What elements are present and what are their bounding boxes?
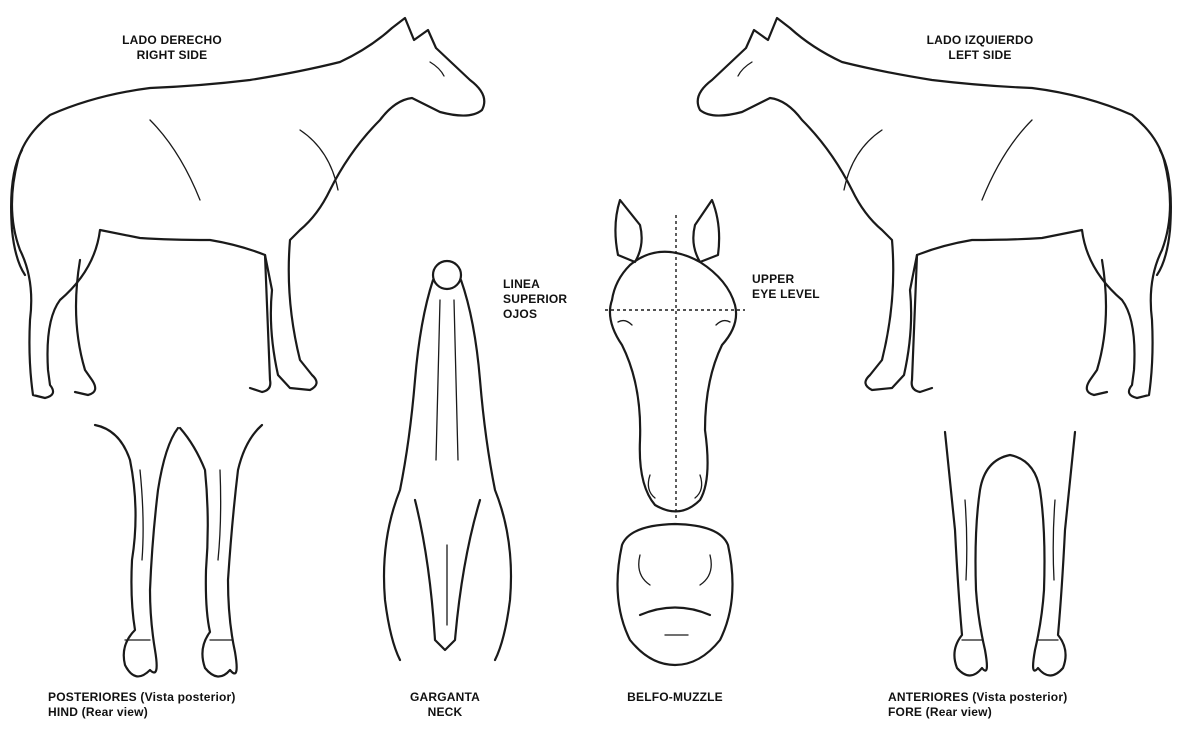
eye-level-es-line-1: LINEA [503,277,567,292]
eye-level-en-line-2: EYE LEVEL [752,287,820,302]
eye-level-label-en: UPPER EYE LEVEL [752,272,820,302]
neck-label-es: GARGANTA [380,690,510,705]
right-side-label-es: LADO DERECHO [92,33,252,48]
horse-right-side-drawing [11,18,484,398]
eye-level-es-line-3: OJOS [503,307,567,322]
fore-label-en: FORE (Rear view) [888,705,1067,720]
eye-level-en-line-1: UPPER [752,272,820,287]
horse-head-front-view-drawing [605,200,745,520]
hind-legs-rear-view-drawing [95,425,262,677]
fore-label: ANTERIORES (Vista posterior) FORE (Rear … [888,690,1067,720]
muzzle-label-text: BELFO-MUZZLE [600,690,750,705]
muzzle-drawing [618,524,733,665]
neck-front-view-drawing [384,261,511,660]
hind-label-en: HIND (Rear view) [48,705,236,720]
fore-label-es: ANTERIORES (Vista posterior) [888,690,1067,705]
eye-level-label-es: LINEA SUPERIOR OJOS [503,277,567,322]
right-side-label: LADO DERECHO RIGHT SIDE [92,33,252,63]
left-side-label-es: LADO IZQUIERDO [895,33,1065,48]
hind-label-es: POSTERIORES (Vista posterior) [48,690,236,705]
left-side-label-en: LEFT SIDE [895,48,1065,63]
left-side-label: LADO IZQUIERDO LEFT SIDE [895,33,1065,63]
muzzle-label: BELFO-MUZZLE [600,690,750,705]
hind-label: POSTERIORES (Vista posterior) HIND (Rear… [48,690,236,720]
right-side-label-en: RIGHT SIDE [92,48,252,63]
horse-left-side-drawing [698,18,1171,398]
eye-level-es-line-2: SUPERIOR [503,292,567,307]
neck-label-en: NECK [380,705,510,720]
fore-legs-rear-view-drawing [945,432,1075,676]
neck-label: GARGANTA NECK [380,690,510,720]
